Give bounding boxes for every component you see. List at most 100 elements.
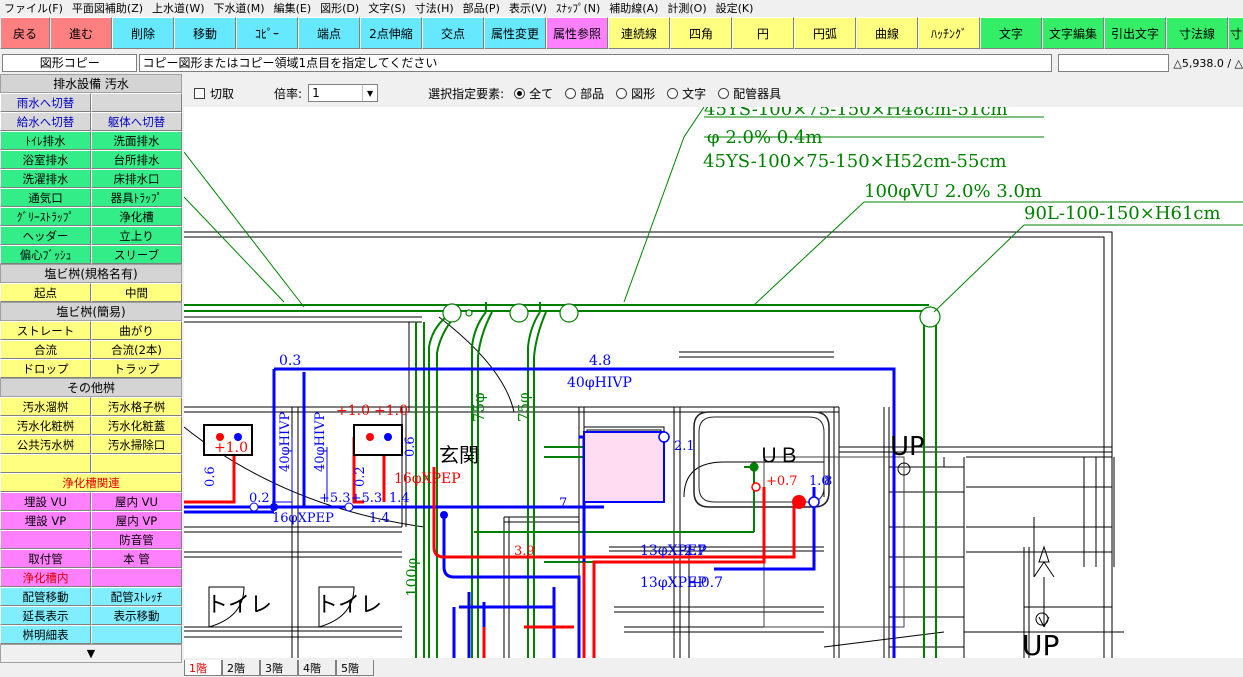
radio-button[interactable]	[667, 87, 679, 99]
menu-item-5[interactable]: 図形(D)	[320, 2, 360, 15]
panel-button-rows1-7-1[interactable]: 立上り	[91, 226, 182, 245]
toolbar-button-20[interactable]: 寸法編	[1228, 17, 1243, 49]
panel-button-rows4-10-0[interactable]: 配管移動	[0, 587, 91, 606]
panel-button-rows4-5-1[interactable]: 屋内 VU	[91, 492, 182, 511]
panel-button-rows2-0-1[interactable]: 中間	[91, 283, 182, 302]
toolbar-button-14[interactable]: 曲線	[856, 17, 918, 49]
menu-item-4[interactable]: 編集(E)	[273, 2, 312, 15]
radio-button[interactable]	[514, 87, 526, 99]
floor-tab-1[interactable]: 1階	[184, 660, 222, 676]
panel-button-rows1-5-1[interactable]: 器具ﾄﾗｯﾌﾟ	[91, 188, 182, 207]
panel-button-rows1-4-0[interactable]: 洗濯排水	[0, 169, 91, 188]
menu-item-13[interactable]: 設定(K)	[715, 2, 754, 15]
panel-button-rows1-0-0[interactable]: 雨水へ切替	[0, 93, 91, 112]
radio-button[interactable]	[616, 87, 628, 99]
toolbar-button-6[interactable]: 2点伸縮	[360, 17, 422, 49]
panel-button-rows4-2-0[interactable]: 公共汚水桝	[0, 435, 91, 454]
panel-scroll-down[interactable]: ▼	[0, 644, 182, 663]
toolbar-button-9[interactable]: 属性参照	[546, 17, 608, 49]
panel-button-rows4-10-1[interactable]: 配管ｽﾄﾚｯﾁ	[91, 587, 182, 606]
toolbar-button-7[interactable]: 交点	[422, 17, 484, 49]
menu-item-10[interactable]: ｽﾅｯﾌﾟ(N)	[555, 2, 601, 15]
cut-checkbox[interactable]	[194, 87, 205, 99]
panel-button-rows4-2-1[interactable]: 汚水掃除口	[91, 435, 182, 454]
panel-button-rows4-6-1[interactable]: 屋内 VP	[91, 511, 182, 530]
select-radio-4[interactable]: 配管器具	[718, 85, 781, 102]
drawing-canvas[interactable]: 45YS-100×75-150×H48cm-51cm φ 2.0% 0.4m 4…	[184, 107, 1243, 658]
panel-button-rows4-0-1[interactable]: 汚水格子桝	[91, 397, 182, 416]
floor-tab-2[interactable]: 2階	[222, 660, 260, 676]
panel-button-rows4-0-0[interactable]: 汚水溜桝	[0, 397, 91, 416]
panel-button-rows1-6-1[interactable]: 浄化槽	[91, 207, 182, 226]
toolbar-button-0[interactable]: 戻る	[0, 17, 50, 49]
panel-button-rows1-4-1[interactable]: 床排水口	[91, 169, 182, 188]
menu-item-11[interactable]: 補助線(A)	[609, 2, 659, 15]
panel-button-rows4-3-0[interactable]	[0, 454, 91, 473]
panel-button-rows1-7-0[interactable]: ヘッダー	[0, 226, 91, 245]
panel-button-rows4-6-0[interactable]: 埋設 VP	[0, 511, 91, 530]
select-radio-1[interactable]: 部品	[565, 85, 604, 102]
panel-button-rows4-1-0[interactable]: 汚水化粧桝	[0, 416, 91, 435]
panel-button-rows1-5-0[interactable]: 通気口	[0, 188, 91, 207]
menu-item-8[interactable]: 部品(P)	[462, 2, 500, 15]
panel-button-rows4-12-0[interactable]: 桝明細表	[0, 625, 91, 644]
panel-button-rows4-9-1[interactable]	[91, 568, 182, 587]
menu-item-2[interactable]: 上水道(W)	[152, 2, 205, 15]
panel-button-rows3-2-0[interactable]: ドロップ	[0, 359, 91, 378]
cut-option[interactable]: 切取	[194, 85, 234, 102]
panel-button-rows3-1-0[interactable]: 合流	[0, 340, 91, 359]
toolbar-button-15[interactable]: ﾊｯﾁﾝｸﾞ	[918, 17, 980, 49]
menu-item-9[interactable]: 表示(V)	[508, 2, 547, 15]
toolbar-button-13[interactable]: 円弧	[794, 17, 856, 49]
panel-button-rows1-3-0[interactable]: 浴室排水	[0, 150, 91, 169]
panel-button-rows1-8-0[interactable]: 偏心ﾌﾞｯｼｭ	[0, 245, 91, 264]
toolbar-button-2[interactable]: 削除	[112, 17, 174, 49]
menu-item-6[interactable]: 文字(S)	[368, 2, 406, 15]
radio-button[interactable]	[718, 87, 730, 99]
toolbar-button-11[interactable]: 四角	[670, 17, 732, 49]
panel-button-rows1-3-1[interactable]: 台所排水	[91, 150, 182, 169]
panel-button-rows4-9-0[interactable]: 浄化槽内	[0, 568, 91, 587]
zoom-select[interactable]: 1 ▼	[308, 84, 379, 102]
panel-button-rows4-8-0[interactable]: 取付管	[0, 549, 91, 568]
panel-button-rows4-11-1[interactable]: 表示移動	[91, 606, 182, 625]
panel-button-rows4-11-0[interactable]: 延長表示	[0, 606, 91, 625]
floor-tab-3[interactable]: 3階	[260, 660, 298, 676]
panel-button-rows3-1-1[interactable]: 合流(2本)	[91, 340, 182, 359]
panel-button-rows1-1-1[interactable]: 躯体へ切替	[91, 112, 182, 131]
toolbar-button-16[interactable]: 文字	[980, 17, 1042, 49]
toolbar-button-8[interactable]: 属性変更	[484, 17, 546, 49]
select-radio-2[interactable]: 図形	[616, 85, 655, 102]
panel-button-rows3-0-0[interactable]: ストレート	[0, 321, 91, 340]
select-radio-0[interactable]: 全て	[514, 85, 553, 102]
panel-button-rows1-1-0[interactable]: 給水へ切替	[0, 112, 91, 131]
floor-tab-5[interactable]: 5階	[336, 660, 374, 676]
command-input[interactable]	[1057, 54, 1170, 72]
panel-button-rows4-5-0[interactable]: 埋設 VU	[0, 492, 91, 511]
radio-button[interactable]	[565, 87, 577, 99]
panel-button-rows4-1-1[interactable]: 汚水化粧蓋	[91, 416, 182, 435]
menu-item-0[interactable]: ファイル(F)	[4, 2, 63, 15]
panel-button-rows4-4-0[interactable]: 浄化槽関連	[0, 473, 182, 492]
menu-item-7[interactable]: 寸法(H)	[414, 2, 454, 15]
cad-drawing[interactable]: 45YS-100×75-150×H48cm-51cm φ 2.0% 0.4m 4…	[184, 107, 1243, 658]
menu-item-1[interactable]: 平面図補助(Z)	[71, 2, 144, 15]
toolbar-button-19[interactable]: 寸法線	[1166, 17, 1228, 49]
select-radio-3[interactable]: 文字	[667, 85, 706, 102]
panel-button-rows4-7-1[interactable]: 防音管	[91, 530, 182, 549]
toolbar-button-3[interactable]: 移動	[174, 17, 236, 49]
toolbar-button-17[interactable]: 文字編集	[1042, 17, 1104, 49]
menu-item-12[interactable]: 計測(O)	[667, 2, 707, 15]
panel-button-rows1-8-1[interactable]: スリーブ	[91, 245, 182, 264]
toolbar-button-10[interactable]: 連続線	[608, 17, 670, 49]
toolbar-button-1[interactable]: 進む	[50, 17, 112, 49]
panel-button-rows4-3-1[interactable]	[91, 454, 182, 473]
panel-button-rows1-2-0[interactable]: ﾄｲﾚ排水	[0, 131, 91, 150]
panel-button-rows4-7-0[interactable]	[0, 530, 91, 549]
toolbar-button-4[interactable]: ｺﾋﾟｰ	[236, 17, 298, 49]
panel-button-rows3-2-1[interactable]: トラップ	[91, 359, 182, 378]
panel-button-rows1-2-1[interactable]: 洗面排水	[91, 131, 182, 150]
panel-button-rows1-6-0[interactable]: ｸﾞﾘｰｽﾄﾗｯﾌﾟ	[0, 207, 91, 226]
floor-tab-4[interactable]: 4階	[298, 660, 336, 676]
toolbar-button-12[interactable]: 円	[732, 17, 794, 49]
